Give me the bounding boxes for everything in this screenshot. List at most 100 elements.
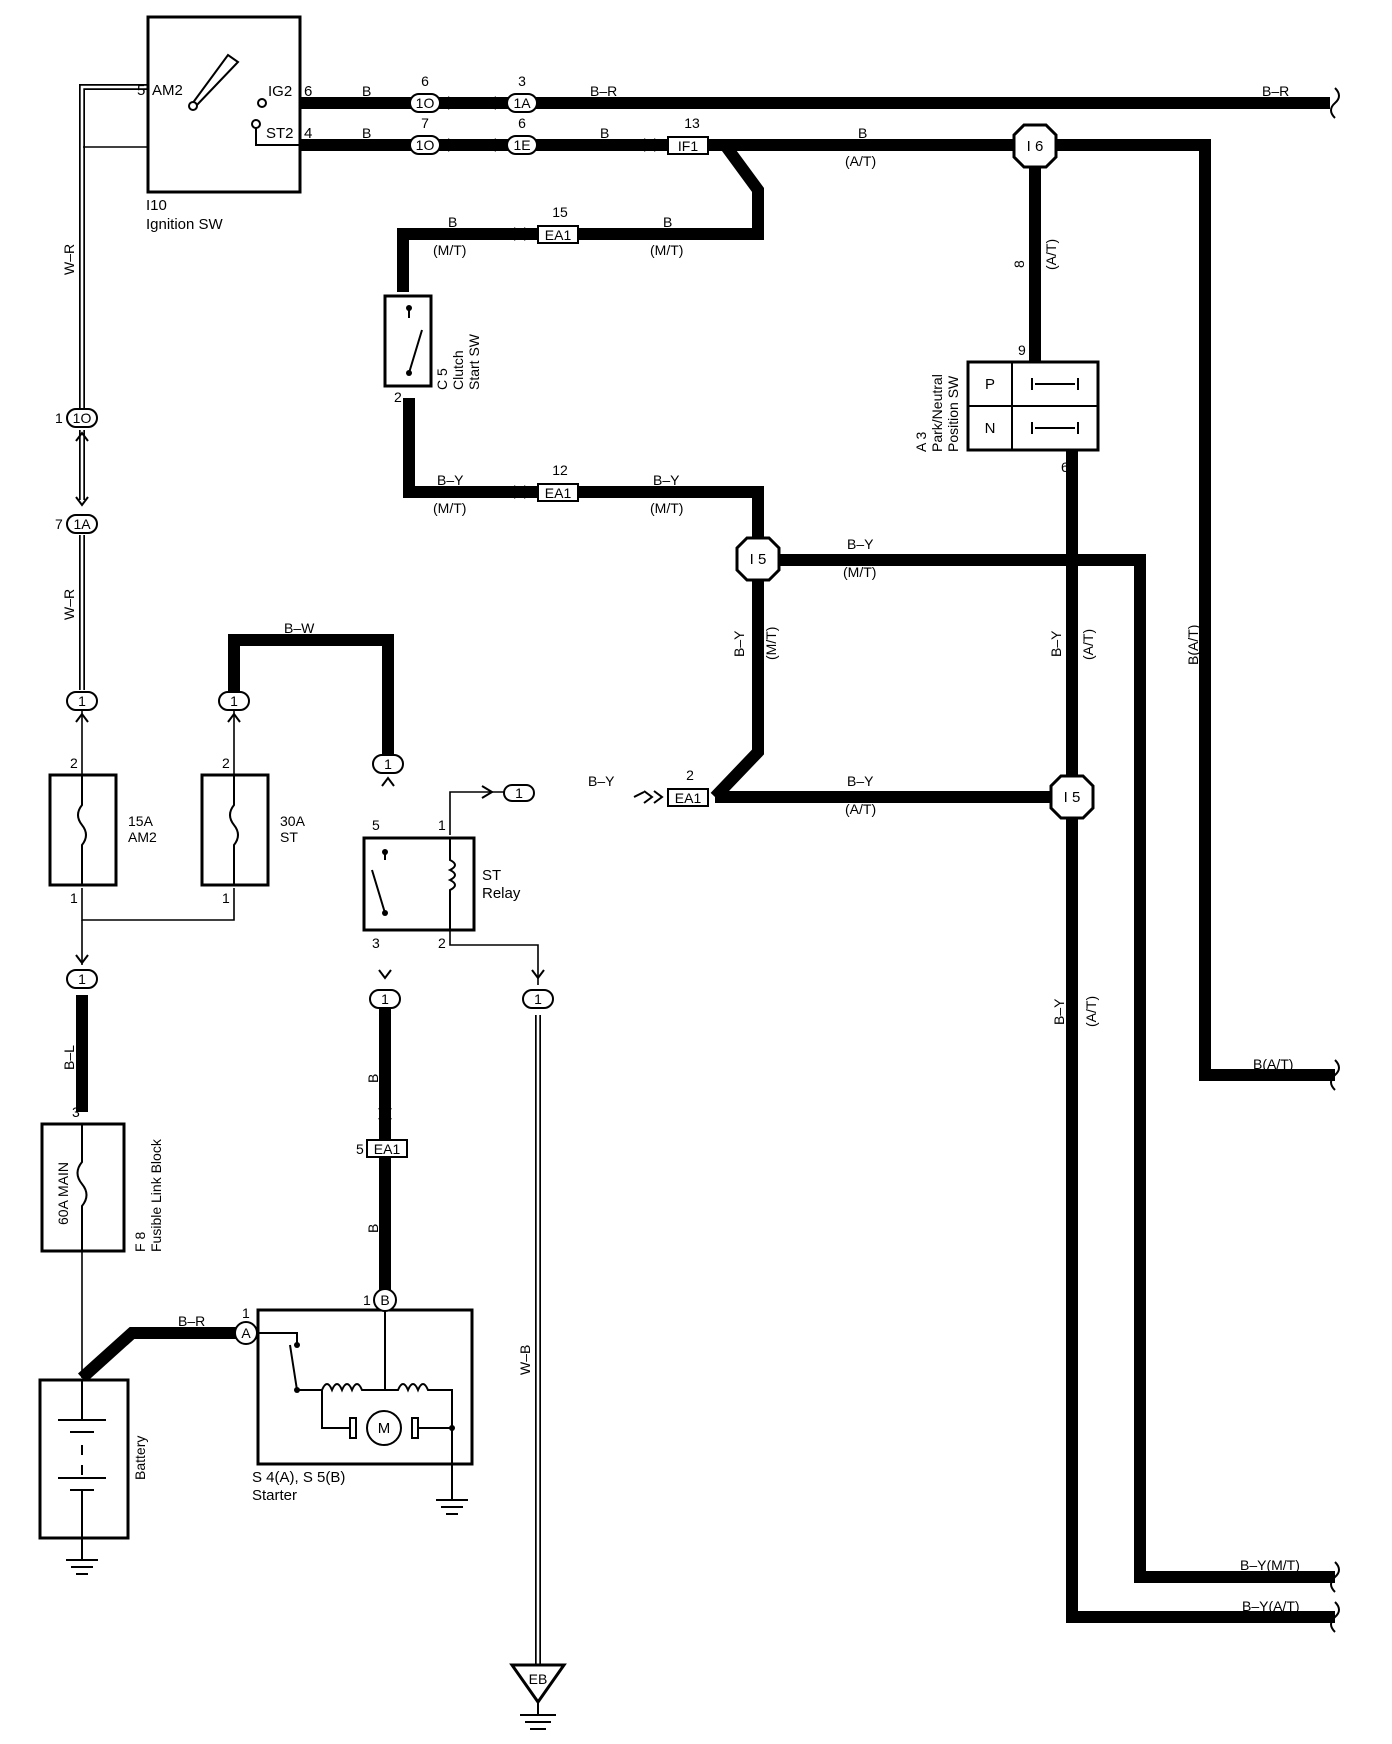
svg-text:15: 15: [552, 204, 568, 220]
svg-text:EA1: EA1: [545, 227, 572, 243]
park-neutral-switch: P N 9 6 A 3 Park/Neutral Position SW: [913, 342, 1100, 475]
svg-text:B: B: [380, 1292, 389, 1308]
wire-pnsw-byat: [1066, 450, 1335, 1623]
junction-i5-mt: I 5: [735, 536, 781, 582]
svg-text:B–Y: B–Y: [1048, 630, 1064, 657]
svg-text:B: B: [362, 125, 371, 141]
svg-text:B: B: [365, 1074, 381, 1083]
svg-text:B–W: B–W: [284, 620, 315, 636]
svg-text:1O: 1O: [73, 410, 92, 426]
connector-1-st-top: 1: [218, 691, 250, 723]
svg-text:(M/T): (M/T): [650, 500, 683, 516]
ign-term-ig2: IG2: [268, 83, 292, 100]
st-relay: 5 1 3 2 ST Relay: [362, 817, 521, 951]
connector-1-ground: 1: [522, 969, 554, 1009]
svg-text:1O: 1O: [416, 137, 435, 153]
svg-text:12: 12: [552, 462, 568, 478]
svg-text:9: 9: [1018, 342, 1026, 358]
svg-text:3: 3: [72, 1104, 80, 1120]
connector-1-am2-top: 1: [66, 691, 98, 723]
svg-text:ST: ST: [280, 829, 298, 845]
connector-1-relay-top: 1: [372, 754, 404, 787]
battery: Battery: [38, 1378, 148, 1540]
svg-text:Fusible Link Block: Fusible Link Block: [148, 1138, 164, 1252]
fuse-15a-am2: 2 1 15A AM2: [48, 755, 157, 906]
svg-text:W–B: W–B: [517, 1345, 533, 1375]
connector-1-relay-in: 1: [481, 784, 645, 802]
connector-ea1-2: EA1 2: [643, 767, 709, 807]
svg-text:1A: 1A: [73, 516, 91, 532]
svg-text:1O: 1O: [416, 95, 435, 111]
connector-if1: IF1 13: [667, 115, 709, 155]
connector-1-fusible: 1: [66, 954, 98, 989]
svg-text:(A/T): (A/T): [1083, 996, 1099, 1027]
svg-text:1: 1: [515, 785, 523, 801]
svg-text:30A: 30A: [280, 813, 306, 829]
svg-text:C 5: C 5: [434, 368, 450, 390]
wire-end-byat: [1330, 1601, 1340, 1633]
svg-text:1: 1: [396, 277, 404, 293]
connector-1o-left: 1O 1: [55, 408, 98, 442]
svg-text:I 5: I 5: [1064, 789, 1081, 806]
svg-text:3: 3: [372, 935, 380, 951]
svg-text:(A/T): (A/T): [845, 801, 876, 817]
ign-pin-st2: 4: [304, 125, 312, 142]
connector-1o-st2: 1O 7: [409, 115, 497, 155]
svg-text:2: 2: [438, 935, 446, 951]
svg-text:1: 1: [222, 890, 230, 906]
wire-bw: [228, 634, 394, 755]
wire-j15-ea1-2: [710, 560, 764, 802]
svg-text:S 4(A), S 5(B): S 4(A), S 5(B): [252, 1469, 345, 1486]
svg-text:B–Y: B–Y: [847, 536, 874, 552]
svg-text:15A: 15A: [128, 813, 154, 829]
svg-text:B: B: [448, 214, 457, 230]
svg-text:5: 5: [356, 1141, 364, 1157]
wire-end-bymt: [1330, 1561, 1340, 1593]
ground-eb: EB: [509, 1663, 567, 1730]
svg-text:M: M: [378, 1420, 391, 1437]
ground-battery: [66, 1538, 98, 1575]
svg-text:B: B: [600, 125, 609, 141]
svg-text:B–Y(M/T): B–Y(M/T): [1240, 1557, 1300, 1573]
svg-text:7: 7: [421, 115, 429, 131]
svg-text:(A/T): (A/T): [1043, 239, 1059, 270]
ignition-switch: 5 AM2 IG2 6 ST2 4 I10 Ignition SW: [137, 15, 312, 233]
connector-1a-ig2: 1A 3: [506, 73, 538, 113]
svg-text:13: 13: [684, 115, 700, 131]
ign-term-am2: AM2: [152, 82, 183, 99]
connector-1-relay-bottom: 1: [369, 969, 401, 1009]
svg-text:6: 6: [518, 115, 526, 131]
wire-labels: B B–R B–R B B B (A/T) B (M/T) B (M/T) 8 …: [61, 83, 1300, 1614]
junction-i6: I 6: [1012, 123, 1058, 169]
svg-text:1: 1: [534, 991, 542, 1007]
svg-text:1: 1: [242, 1305, 250, 1321]
ign-code: I10: [146, 197, 167, 214]
svg-text:(M/T): (M/T): [433, 500, 466, 516]
svg-text:I 5: I 5: [750, 551, 767, 568]
svg-text:8: 8: [1011, 260, 1027, 268]
svg-text:IF1: IF1: [678, 138, 698, 154]
svg-text:1: 1: [363, 1292, 371, 1308]
svg-text:B–Y: B–Y: [653, 472, 680, 488]
svg-text:B: B: [858, 125, 867, 141]
fusible-link-block: 3 60A MAIN F 8 Fusible Link Block: [40, 1104, 164, 1253]
double-wires: [79, 84, 541, 1665]
svg-text:1: 1: [78, 971, 86, 987]
svg-text:(M/T): (M/T): [763, 627, 779, 660]
svg-text:1E: 1E: [513, 137, 530, 153]
svg-text:(M/T): (M/T): [843, 564, 876, 580]
svg-text:ST: ST: [482, 867, 501, 884]
svg-text:B(A/T): B(A/T): [1253, 1056, 1293, 1072]
svg-text:1: 1: [381, 991, 389, 1007]
svg-text:EB: EB: [529, 1671, 548, 1687]
svg-text:B–Y: B–Y: [437, 472, 464, 488]
wire-if1-ea1-15: [397, 141, 764, 292]
svg-text:(A/T): (A/T): [845, 153, 876, 169]
svg-text:F 8: F 8: [132, 1232, 148, 1252]
wire-j15-bymt: [758, 554, 1335, 1583]
svg-text:7: 7: [55, 516, 63, 532]
thick-wires: [76, 97, 1335, 1623]
svg-text:Park/Neutral: Park/Neutral: [929, 374, 945, 452]
wire-end-br: [1330, 87, 1340, 119]
svg-text:B–Y(A/T): B–Y(A/T): [1242, 1598, 1300, 1614]
